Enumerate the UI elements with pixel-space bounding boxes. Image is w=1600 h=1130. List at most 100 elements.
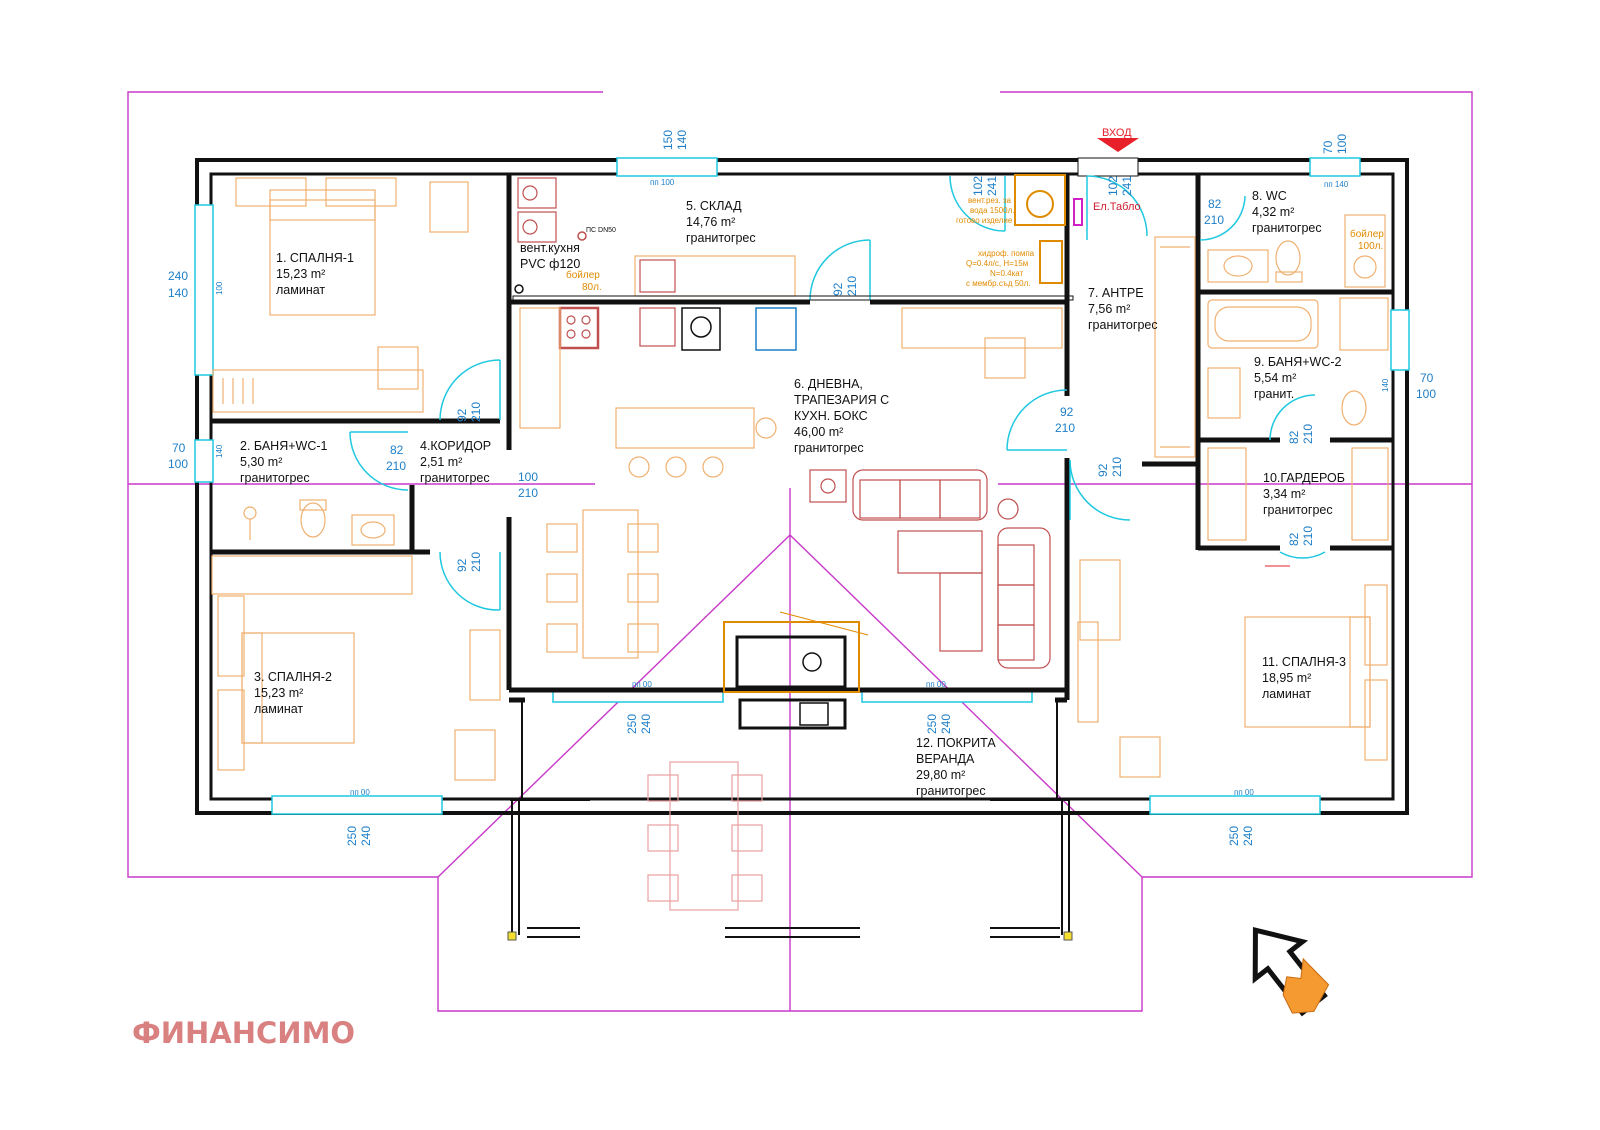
room12-floor: гранитогрес [916, 784, 986, 798]
dim-door10-82: 82 [1208, 197, 1222, 211]
room6-name-1: 6. ДНЕВНА, [794, 377, 863, 391]
dim-veranda-pp00b: пп 00 [926, 680, 946, 689]
vent-note-1: вент.кухня [520, 241, 580, 255]
dim-door2-210: 210 [386, 459, 406, 473]
entrance-arrow-icon [1097, 138, 1139, 152]
dim-left-240: 240 [168, 269, 188, 283]
veranda-structure [507, 700, 1073, 941]
dim-veranda-pp00a: пп 00 [632, 680, 652, 689]
bedroom1-furniture [212, 177, 469, 413]
boiler-kitchen-1: бойлер [566, 269, 600, 281]
pipe-note: ПС DN50 [586, 227, 616, 234]
dim-door8-102: 102 [971, 176, 985, 196]
pump-note-2: Q=0.4л/с, H=15м [966, 259, 1028, 268]
dim-door6-210: 210 [1055, 421, 1075, 435]
utility-marks [512, 231, 1290, 567]
doors [349, 175, 1326, 611]
dim-door9-102: 102 [1106, 176, 1120, 196]
room2-name: 2. БАНЯ+WC-1 [240, 439, 328, 453]
brand-logo: ФИНАНСИМО [132, 1016, 355, 1050]
room6-floor: гранитогрес [794, 441, 864, 455]
dim-top-140: 140 [675, 130, 689, 150]
dim-corr-210: 210 [518, 486, 538, 500]
dim-left-100b: 100 [168, 457, 188, 471]
dim-door7-92: 92 [1096, 463, 1110, 477]
room12-area: 29,80 m² [916, 768, 965, 782]
dim-door8-241: 241 [985, 176, 999, 196]
room9-name: 9. БАНЯ+WC-2 [1254, 355, 1342, 369]
dim-bottom-250b: 250 [1227, 826, 1241, 846]
dim-bottom-250a: 250 [345, 826, 359, 846]
room8-floor: гранитогрес [1252, 221, 1322, 235]
veranda-furniture [647, 761, 763, 911]
dim-door11-210: 210 [1301, 424, 1315, 444]
dim-top-pp140: пп 140 [1324, 180, 1349, 189]
dim-left-140b: 140 [215, 444, 224, 458]
room12-name-1: 12. ПОКРИТА [916, 736, 996, 750]
kitchen-furniture [517, 177, 1063, 429]
dim-door11-82: 82 [1287, 430, 1301, 444]
wardrobe-fixtures [1207, 447, 1389, 541]
room8-name: 8. WC [1252, 189, 1287, 203]
dim-left-100: 100 [215, 281, 224, 295]
entrance-marker: ВХОД [1097, 127, 1139, 152]
room2-area: 5,30 m² [240, 455, 282, 469]
room7-floor: гранитогрес [1088, 318, 1158, 332]
dim-door1-92: 92 [455, 408, 469, 422]
room7-area: 7,56 m² [1088, 302, 1130, 316]
room11-name: 11. СПАЛНЯ-3 [1262, 655, 1346, 669]
room3-area: 15,23 m² [254, 686, 303, 700]
dim-door6-92: 92 [1060, 405, 1074, 419]
boiler-wc-1: бойлер [1350, 228, 1384, 240]
room8-area: 4,32 m² [1252, 205, 1294, 219]
room2-floor: гранитогрес [240, 471, 310, 485]
room6-name-2: ТРАПЕЗАРИЯ С [794, 393, 889, 407]
fireplace [723, 611, 869, 730]
vent-note-2: PVC ф120 [520, 257, 580, 271]
exterior-walls [195, 158, 1409, 815]
dim-door1-210: 210 [469, 402, 483, 422]
dim-right-100: 100 [1416, 387, 1436, 401]
dim-door2-82: 82 [390, 443, 404, 457]
dim-veranda-250a: 250 [625, 714, 639, 734]
dim-left-140: 140 [168, 286, 188, 300]
dim-door9-241: 241 [1120, 176, 1134, 196]
room9-floor: гранит. [1254, 387, 1294, 401]
tank-note-2: вода 1500л. [970, 206, 1014, 215]
room5-floor: гранитогрес [686, 231, 756, 245]
dim-left-70: 70 [172, 441, 186, 455]
panel-label: Ел.Табло [1093, 201, 1141, 213]
bedroom3-furniture [1077, 559, 1388, 778]
room4-area: 2,51 m² [420, 455, 462, 469]
entrance-label: ВХОД [1102, 127, 1132, 139]
room4-name: 4.КОРИДОР [420, 439, 491, 453]
pump-note-1: хидроф. помпа [978, 249, 1035, 258]
room10-name: 10.ГАРДЕРОБ [1263, 471, 1345, 485]
room1-area: 15,23 m² [276, 267, 325, 281]
dim-door12-210: 210 [1301, 526, 1315, 546]
bathroom1-fixtures [243, 499, 395, 546]
room3-floor: ламинат [254, 702, 303, 716]
dim-bottom-240b: 240 [1241, 826, 1255, 846]
dim-bottom-240a: 240 [359, 826, 373, 846]
dim-right-70: 70 [1420, 371, 1434, 385]
dim-veranda-250b: 250 [925, 714, 939, 734]
dim-door12-82: 82 [1287, 532, 1301, 546]
dim-bottom-pp00b: пп 00 [1234, 788, 1254, 797]
dim-door5-210: 210 [845, 276, 859, 296]
dim-corr-100: 100 [518, 470, 538, 484]
dim-door10-210: 210 [1204, 213, 1224, 227]
room1-floor: ламинат [276, 283, 325, 297]
dim-veranda-240a: 240 [639, 714, 653, 734]
dim-top-70: 70 [1321, 140, 1335, 154]
dim-top-150: 150 [661, 130, 675, 150]
living-furniture [546, 407, 1051, 669]
room10-area: 3,34 m² [1263, 487, 1305, 501]
boiler-kitchen-2: 80л. [582, 282, 602, 293]
tank-note-1: вент.рез. за [968, 196, 1012, 205]
room3-name: 3. СПАЛНЯ-2 [254, 670, 332, 684]
dimension-labels: 150 140 пп 100 70 100 пп 140 240 140 100… [168, 130, 1436, 846]
room4-floor: гранитогрес [420, 471, 490, 485]
room5-name: 5. СКЛАД [686, 199, 742, 213]
